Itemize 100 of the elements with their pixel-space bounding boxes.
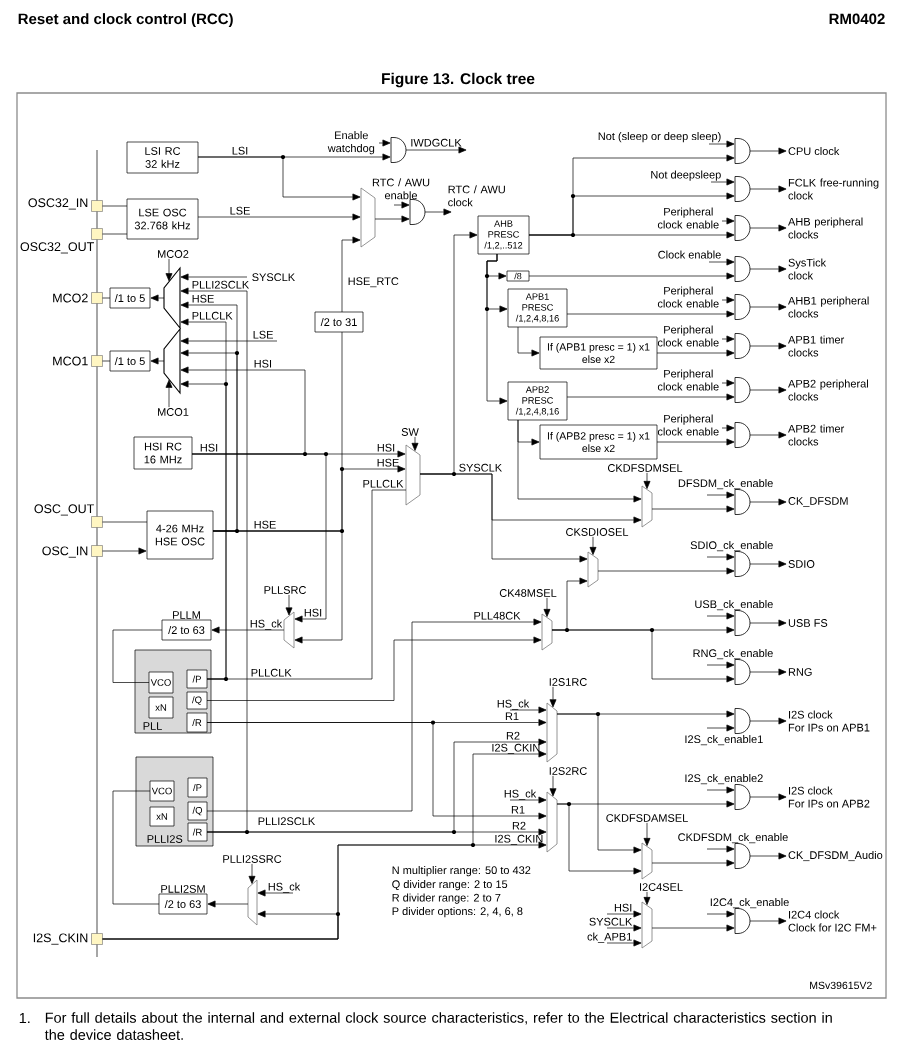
- arrow: [749, 224, 787, 232]
- arrow: [749, 431, 787, 439]
- output-label: AHB peripheral clocks: [788, 217, 863, 239]
- and-gate: [390, 137, 407, 163]
- arrow: [656, 438, 735, 446]
- signal-label: HSI: [304, 608, 322, 617]
- select-label: I2C4SEL: [640, 883, 683, 891]
- and-gate: [734, 138, 751, 164]
- and-gate: [734, 708, 751, 734]
- arrow: [749, 498, 787, 506]
- signal-label: HSE: [192, 294, 214, 303]
- oscillator-box: LSE OSC 32.768 kHz: [126, 198, 199, 240]
- signal-label: HSI: [614, 903, 632, 912]
- and-gate: [734, 176, 751, 202]
- enable-label: Not (sleep or deep sleep): [598, 132, 721, 143]
- and-gate: [734, 489, 751, 515]
- arrow: [749, 917, 787, 925]
- output-label: CK_DFSDM_Audio: [788, 850, 883, 862]
- arrow: [165, 379, 173, 408]
- arrow: [749, 793, 787, 801]
- and-gate: [734, 333, 751, 359]
- arrow: [706, 845, 735, 853]
- output-label: APB2 peripheral clocks: [788, 379, 868, 401]
- figure-title: Figure 13. Clock tree: [382, 72, 535, 88]
- output-label: RNG: [788, 668, 812, 676]
- enable-label: RTC / AWU enable: [372, 178, 430, 200]
- arrow: [180, 287, 248, 833]
- arrow: [180, 366, 306, 455]
- arrow: [721, 217, 735, 225]
- and-gate: [734, 610, 751, 636]
- enable-label: RNG_ck_enable: [693, 649, 773, 660]
- output-label: SDIO: [788, 560, 815, 568]
- and-gate: [734, 422, 751, 448]
- arrow: [749, 303, 787, 311]
- enable-label: I2C4_ck_enable: [710, 898, 789, 909]
- arrow: [165, 258, 173, 282]
- arrow: [651, 924, 735, 932]
- arrow: [706, 612, 735, 620]
- arrow: [721, 335, 735, 343]
- multiplexer: [641, 485, 653, 528]
- signal-label: HSE: [377, 458, 399, 467]
- arrow: [549, 775, 557, 797]
- select-label: SW: [401, 428, 419, 436]
- arrow: [543, 597, 551, 617]
- arrow: [405, 146, 467, 154]
- arrow: [341, 236, 361, 313]
- arrow: [708, 258, 735, 266]
- footnote-text: For full details about the internal and external clock source characteristics, refer to the Electrical characteristics section in the device datasheet.: [44, 1012, 832, 1040]
- enable-label: I2S_ck_enable1: [685, 735, 763, 746]
- signal-label: PLLCLK: [363, 479, 404, 488]
- select-label: PLLSRC: [264, 586, 306, 594]
- arrow: [191, 453, 327, 623]
- select-label: I2S2RC: [549, 767, 587, 775]
- arrow: [749, 185, 787, 193]
- output-label: APB2 timer clocks: [788, 424, 845, 446]
- select-label: MCO1: [158, 408, 189, 416]
- arrow: [606, 924, 642, 932]
- document-number: RM0402: [829, 13, 885, 25]
- signal-label: HSI: [200, 443, 218, 452]
- select-label: CK48MSEL: [499, 589, 557, 597]
- multiplexer: [546, 791, 558, 853]
- arrow: [393, 201, 410, 209]
- arrow: [566, 393, 735, 401]
- arrow: [597, 567, 735, 575]
- multiplexer: [546, 702, 558, 763]
- output-label: FCLK free-running clock: [788, 178, 879, 200]
- arrow: [749, 619, 787, 627]
- arrow: [102, 547, 147, 555]
- and-gate: [734, 377, 751, 403]
- arrow: [706, 661, 735, 669]
- vco-box: VCO: [148, 671, 174, 694]
- enable-label: Peripheral clock enable: [657, 369, 719, 391]
- output-label: CK_DFSDM: [788, 497, 848, 507]
- and-gate: [409, 199, 426, 225]
- multiplexer: [405, 444, 421, 506]
- and-gate: [734, 908, 751, 934]
- enable-label: Peripheral clock enable: [657, 414, 719, 436]
- arrow: [651, 859, 735, 867]
- output-label: USB FS: [788, 619, 828, 627]
- oscillator-box: LSI RC 32 kHz: [126, 141, 199, 174]
- arrow: [411, 436, 419, 451]
- prescaler-box: APB2 PRESC /1,2,4,8,16: [507, 381, 568, 421]
- enable-label: Peripheral clock enable: [657, 207, 719, 229]
- pin-label: I2S_CKIN: [33, 933, 88, 945]
- oscillator-box: 4-26 MHz HSE OSC: [146, 510, 214, 560]
- arrow: [180, 349, 238, 532]
- arrow: [180, 337, 278, 345]
- and-gate: [734, 784, 751, 810]
- arrow: [197, 156, 361, 201]
- arrow: [749, 386, 787, 394]
- arrow: [150, 357, 165, 365]
- multiplexer: [641, 842, 653, 880]
- output-label: I2S clock For IPs on APB1: [788, 710, 870, 732]
- and-gate: [734, 294, 751, 320]
- and-gate: [734, 843, 751, 869]
- signal-label: ck_APB1: [587, 932, 632, 943]
- figure-id: MSv39615V2: [810, 981, 872, 990]
- arrow: [749, 265, 787, 273]
- condition-box: If (APB1 presc = 1) x1 else x2: [539, 336, 658, 370]
- arrow: [606, 910, 642, 918]
